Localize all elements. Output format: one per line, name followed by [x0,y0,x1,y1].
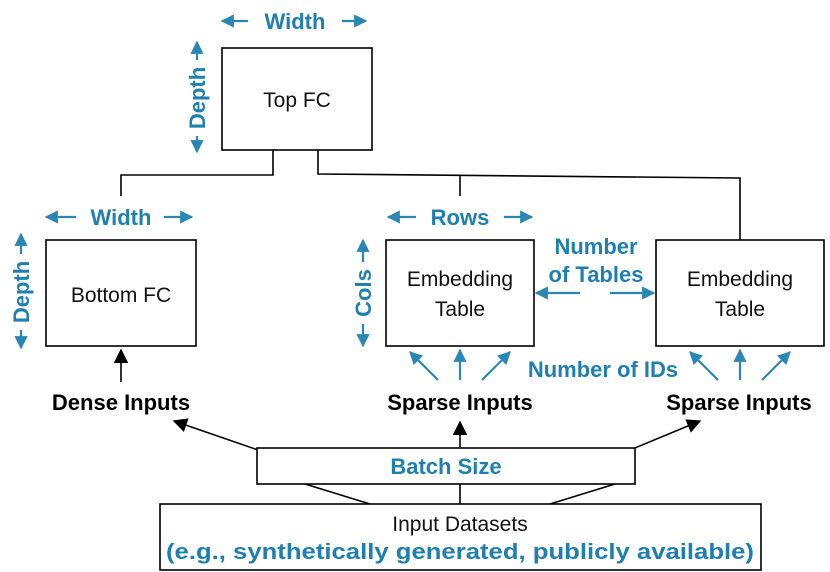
embedding-table-left-line1: Embedding [407,268,513,291]
top-fc-label: Top FC [263,89,331,112]
rows-label: Rows [431,205,490,230]
input-datasets-subtitle: (e.g., synthetically generated, publicly… [166,539,754,564]
connectors [120,150,741,240]
input-datasets-block: Input Datasets (e.g., synthetically gene… [159,503,762,571]
embedding-table-left-line2: Table [435,298,485,321]
top-fc-block: Top FC Width Depth [185,9,373,154]
input-datasets-box [159,503,762,571]
bottom-fc-block: Bottom FC Width Depth [9,205,197,350]
bottom-fc-width-label: Width [91,205,152,230]
embedding-table-right-box [655,239,825,347]
top-fc-width-label: Width [265,9,326,34]
batch-size-label: Batch Size [390,454,501,479]
batch-size-box [256,447,636,485]
bottom-fc-box [45,239,197,347]
embedding-table-left-box [385,239,535,347]
embedding-table-right-line2: Table [715,298,765,321]
batch-arrows [172,418,702,451]
number-of-tables-line1: Number [554,234,638,259]
top-fc-depth-label: Depth [185,67,210,129]
embedding-table-right-line1: Embedding [687,268,793,291]
dataset-connectors [304,483,616,505]
bottom-fc-depth-label: Depth [9,261,34,323]
batch-size-block: Batch Size [256,447,636,485]
number-of-tables-line2: of Tables [549,262,644,287]
sparse-id-arrows-left [409,348,511,381]
cols-label: Cols [351,269,376,317]
sparse-inputs-right-label: Sparse Inputs [666,390,811,415]
sparse-id-arrows-right [689,348,791,381]
number-of-ids-label: Number of IDs [528,357,678,382]
sparse-inputs-left-label: Sparse Inputs [387,390,532,415]
embedding-table-left-block: Embedding Table Rows Cols [351,205,535,348]
input-datasets-title: Input Datasets [392,513,527,536]
embedding-table-right-block: Embedding Table [655,239,825,347]
number-of-tables-annotation: Number of Tables [534,234,656,300]
dense-inputs-label: Dense Inputs [52,390,190,415]
top-fc-box [221,47,373,151]
bottom-fc-label: Bottom FC [71,284,171,307]
